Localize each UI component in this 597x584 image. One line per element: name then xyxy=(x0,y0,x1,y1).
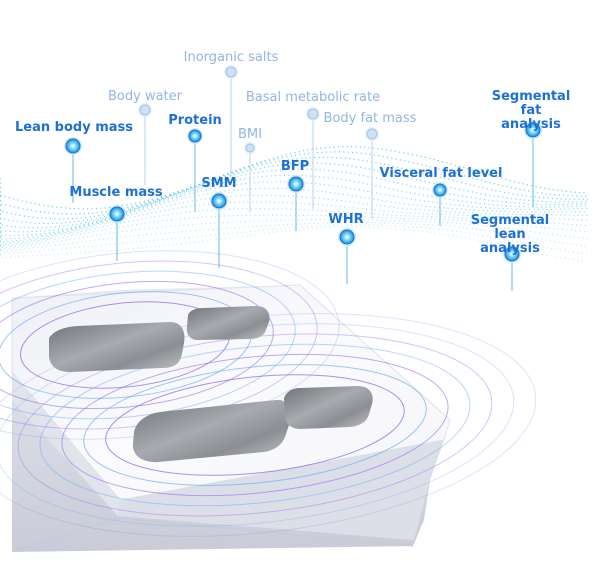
label-bfp: BFP xyxy=(280,159,310,174)
label-lean-body-mass: Lean body mass xyxy=(15,120,133,135)
label-visceral-fat-level: Visceral fat level xyxy=(379,166,503,181)
pin-bfp xyxy=(288,176,304,192)
wave-line xyxy=(0,156,589,220)
pin-bmi xyxy=(245,143,255,153)
wave-line xyxy=(0,174,589,233)
electrode-pad-top-right xyxy=(186,306,270,340)
label-basal-metabolic-rate: Basal metabolic rate xyxy=(245,90,381,105)
label-segmental-lean-analysis: Segmental lean analysis xyxy=(470,213,550,256)
scale-left-edge xyxy=(12,372,120,516)
pin-body-water xyxy=(139,104,151,116)
wave-line xyxy=(0,219,589,251)
electrode-pad-top-left xyxy=(49,322,185,372)
wave-line xyxy=(0,221,589,253)
ring-arc xyxy=(39,343,471,507)
pin-protein xyxy=(188,129,202,143)
label-smm: SMM xyxy=(201,176,237,191)
pin-smm xyxy=(211,193,227,209)
label-segmental-fat-analysis: Segmental fat analysis xyxy=(491,89,571,132)
label-muscle-mass: Muscle mass xyxy=(69,185,163,200)
ring-arc xyxy=(105,374,405,476)
pin-stems xyxy=(72,77,534,291)
wave-line xyxy=(0,201,589,245)
metric-pins xyxy=(64,65,542,263)
label-body-fat-mass: Body fat mass xyxy=(323,111,417,126)
body-scale xyxy=(0,250,537,553)
pin-lean-body-mass xyxy=(65,138,81,154)
scale-base-line xyxy=(11,517,414,553)
ring-arc xyxy=(0,280,274,410)
ring-arc xyxy=(61,353,449,497)
wave-line xyxy=(0,187,589,240)
wave-line xyxy=(0,224,589,255)
pin-body-fat-mass xyxy=(366,128,378,140)
wave-line xyxy=(0,145,589,210)
label-protein: Protein xyxy=(168,113,222,128)
pin-basal-metabolic-rate xyxy=(307,108,319,120)
electrode-rings xyxy=(0,250,537,537)
pin-inorganic-salts xyxy=(225,66,237,78)
signal-wave-field xyxy=(0,145,589,262)
wave-line xyxy=(0,181,589,237)
ring-arc xyxy=(83,364,427,486)
label-body-water: Body water xyxy=(108,89,182,104)
ring-arc xyxy=(0,260,318,430)
wave-line xyxy=(0,214,589,249)
pin-visceral-fat-level xyxy=(433,183,447,197)
ring-arc xyxy=(0,270,296,420)
electrode-pad-bottom-left xyxy=(132,399,291,463)
label-whr: WHR xyxy=(328,212,364,227)
label-bmi: BMI xyxy=(238,127,262,142)
wave-line xyxy=(0,162,589,225)
pin-whr xyxy=(339,229,355,245)
pin-segmental-lean-analysis xyxy=(504,246,520,262)
electrode-pad-bottom-right xyxy=(284,386,373,429)
pin-segmental-fat-analysis xyxy=(525,122,541,138)
pin-muscle-mass xyxy=(109,206,125,222)
label-inorganic-salts: Inorganic salts xyxy=(183,50,279,65)
